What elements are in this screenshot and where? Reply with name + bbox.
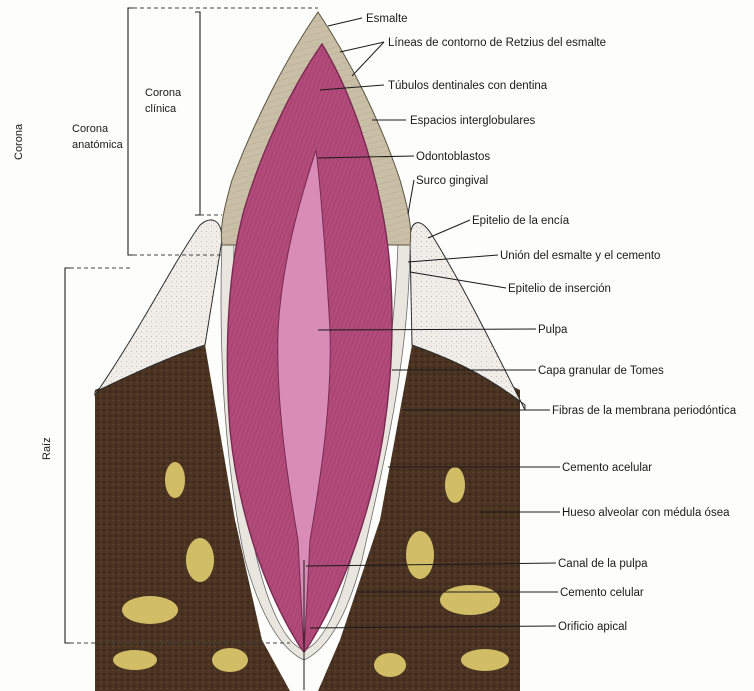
label-odontoblastos: Odontoblastos [416,151,490,163]
label-surco: Surco gingival [416,175,488,187]
label-canal: Canal de la pulpa [558,558,648,570]
root-vertical-label: Raíz [41,437,53,460]
label-esmalte: Esmalte [366,13,408,25]
clinical-crown-label-2: clínica [145,103,177,115]
label-pulpa: Pulpa [538,324,568,336]
label-union: Unión del esmalte y el cemento [500,250,660,262]
root-bracket [65,268,70,643]
label-retzius: Líneas de contorno de Retzius del esmalt… [388,37,606,49]
clinical-crown-label-1: Corona [145,87,182,99]
crown-vertical-label: Corona [13,123,25,160]
leader-esmalte [328,18,362,26]
leader-retzius-2 [352,42,384,76]
label-hueso: Hueso alveolar con médula ósea [562,507,730,519]
label-epitelio-insercion: Epitelio de inserción [508,283,611,295]
label-capa: Capa granular de Tomes [538,365,664,377]
leader-epitelio-encia [428,220,470,238]
label-tubulos: Túbulos dentinales con dentina [388,80,548,92]
label-epitelio-encia: Epitelio de la encía [472,215,570,227]
label-cemento-acelular: Cemento acelular [562,462,652,474]
anatomical-crown-label-1: Corona [72,123,109,135]
clinical-crown-bracket [195,12,200,215]
anatomical-crown-label-2: anatómica [72,139,124,151]
leader-surco [408,180,414,214]
label-fibras: Fibras de la membrana periodóntica [552,405,737,417]
anatomical-crown-bracket [128,8,133,255]
label-espacios: Espacios interglobulares [410,115,536,127]
label-cemento-celular: Cemento celular [560,587,644,599]
leader-retzius [340,42,384,52]
label-orificio: Orificio apical [558,621,627,633]
